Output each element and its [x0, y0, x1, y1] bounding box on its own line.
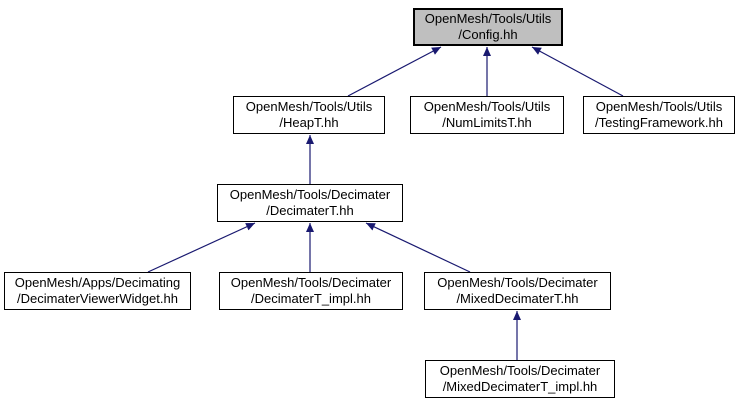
- node-label-line1: OpenMesh/Tools/Decimater: [439, 363, 601, 378]
- graph-node-decimatert[interactable]: OpenMesh/Tools/Decimater/DecimaterT.hh: [217, 184, 403, 222]
- node-label-line1: OpenMesh/Tools/Utils: [245, 99, 373, 114]
- node-label-line1: OpenMesh/Tools/Utils: [423, 99, 551, 114]
- graph-node-decimaterviewerwidget[interactable]: OpenMesh/Apps/Decimating/DecimaterViewer…: [4, 272, 191, 310]
- node-label-line2: /MixedDecimaterT.hh: [456, 291, 579, 306]
- graph-node-heapt[interactable]: OpenMesh/Tools/Utils/HeapT.hh: [233, 96, 385, 134]
- node-label-line2: /MixedDecimaterT_impl.hh: [442, 379, 598, 394]
- node-label-line2: /DecimaterT.hh: [266, 203, 354, 218]
- graph-node-config: OpenMesh/Tools/Utils/Config.hh: [413, 8, 563, 46]
- graph-node-decimatert-impl[interactable]: OpenMesh/Tools/Decimater/DecimaterT_impl…: [219, 272, 403, 310]
- graph-node-numlimitst[interactable]: OpenMesh/Tools/Utils/NumLimitsT.hh: [410, 96, 564, 134]
- node-label-line1: OpenMesh/Tools/Utils: [424, 11, 552, 26]
- node-label-line1: OpenMesh/Apps/Decimating: [14, 275, 181, 290]
- node-label-line2: /DecimaterT_impl.hh: [251, 291, 371, 306]
- node-label-line2: /HeapT.hh: [279, 115, 339, 130]
- node-label-line1: OpenMesh/Tools/Decimater: [230, 275, 392, 290]
- edge-heapt-to-config: [347, 46, 442, 97]
- graph-node-mixeddecimatert-impl[interactable]: OpenMesh/Tools/Decimater/MixedDecimaterT…: [425, 360, 615, 398]
- node-label-line1: OpenMesh/Tools/Decimater: [437, 275, 598, 290]
- node-label-line2: /DecimaterViewerWidget.hh: [17, 291, 178, 306]
- edge-decimaterviewerwidget-to-decimatert: [147, 222, 256, 273]
- node-label-line2: /TestingFramework.hh: [595, 115, 723, 130]
- node-label-line1: OpenMesh/Tools/Decimater: [229, 187, 391, 202]
- edge-testingframework-to-config: [531, 46, 624, 97]
- graph-node-testingframework[interactable]: OpenMesh/Tools/Utils/TestingFramework.hh: [583, 96, 735, 134]
- graph-node-mixeddecimatert[interactable]: OpenMesh/Tools/Decimater/MixedDecimaterT…: [424, 272, 611, 310]
- node-label-line1: OpenMesh/Tools/Utils: [595, 99, 723, 114]
- edge-mixeddecimatert-to-decimatert: [365, 222, 471, 273]
- node-label-line2: /Config.hh: [458, 27, 518, 42]
- node-label-line2: /NumLimitsT.hh: [442, 115, 532, 130]
